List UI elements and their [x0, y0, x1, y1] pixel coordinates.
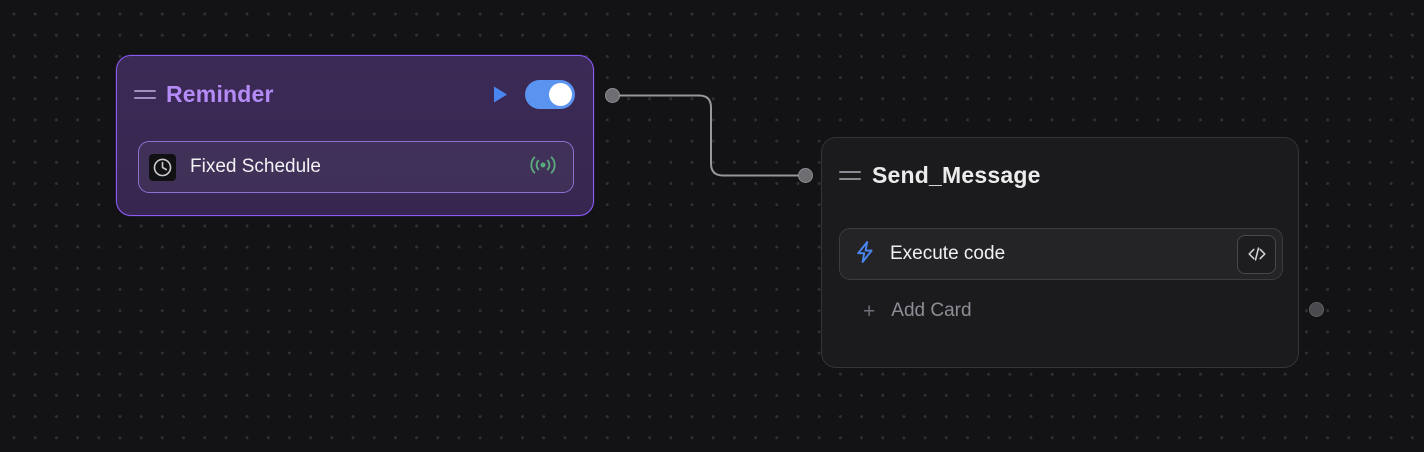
card-execute-code[interactable]: Execute code	[839, 228, 1283, 280]
play-icon[interactable]	[487, 81, 513, 107]
card-fixed-schedule[interactable]: Fixed Schedule	[138, 141, 574, 193]
add-card-label: Add Card	[891, 300, 972, 321]
node-send-message-title: Send_Message	[872, 161, 1041, 188]
edge-reminder-to-send-message	[619, 94, 799, 177]
plus-icon: +	[863, 299, 876, 323]
enable-toggle[interactable]	[525, 79, 575, 109]
card-execute-code-label: Execute code	[890, 243, 1006, 264]
lightning-bolt-icon	[854, 240, 876, 269]
code-brackets-icon[interactable]	[1237, 234, 1276, 274]
card-fixed-schedule-label: Fixed Schedule	[190, 156, 321, 177]
drag-handle-icon[interactable]	[839, 170, 861, 180]
drag-handle-icon[interactable]	[134, 89, 156, 99]
node-reminder[interactable]: Reminder Fixed Schedule	[116, 55, 594, 216]
clock-icon	[149, 153, 176, 181]
add-card-button[interactable]: + Add Card	[839, 293, 972, 329]
send-message-input-port[interactable]	[798, 168, 813, 183]
node-reminder-header[interactable]: Reminder	[117, 56, 593, 132]
send-message-output-port[interactable]	[1309, 302, 1324, 317]
toggle-knob	[549, 82, 572, 106]
broadcast-signal-icon	[528, 153, 558, 182]
reminder-output-port[interactable]	[605, 88, 620, 103]
node-send-message-header[interactable]: Send_Message	[822, 138, 1298, 212]
node-send-message[interactable]: Send_Message Execute code + Add Card	[821, 137, 1299, 368]
node-reminder-title: Reminder	[166, 80, 274, 107]
